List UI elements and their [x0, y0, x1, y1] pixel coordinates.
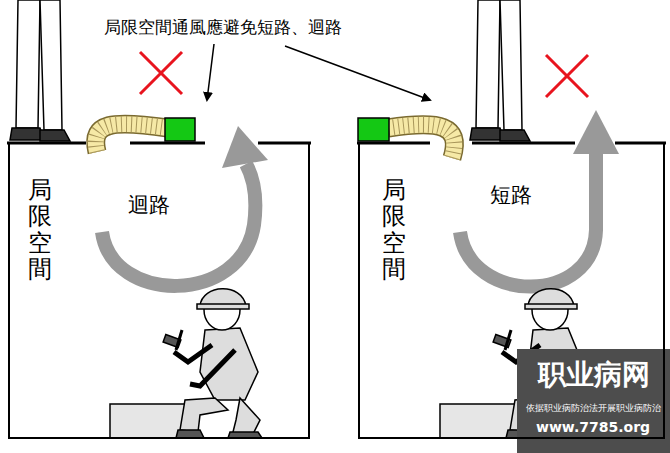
vertical-label: 局限空間 [28, 177, 52, 283]
confined-space-box: 局限空間 短路 [358, 143, 665, 439]
leader-arrow [207, 44, 430, 100]
standing-person-legs [10, 0, 530, 141]
confined-space-box: 局限空間 迴路 [8, 143, 310, 439]
fan [358, 118, 389, 141]
duct-hose [96, 124, 455, 158]
watermark-slogan: 依据职业病防治法开展职业病防治 [526, 402, 661, 415]
airflow-arrow [102, 110, 619, 287]
red-cross [140, 52, 588, 97]
box-top-edges [7, 142, 666, 145]
fan [165, 118, 195, 141]
watermark-title: 职业病网 [538, 356, 650, 394]
flow-label: 迴路 [128, 191, 170, 219]
note-title: 局限空間通風應避免短路、迴路 [104, 16, 342, 39]
vertical-label: 局限空間 [382, 177, 406, 283]
worker [110, 289, 586, 438]
watermark-url: www.7785.org [536, 419, 650, 435]
flow-label: 短路 [490, 181, 532, 209]
